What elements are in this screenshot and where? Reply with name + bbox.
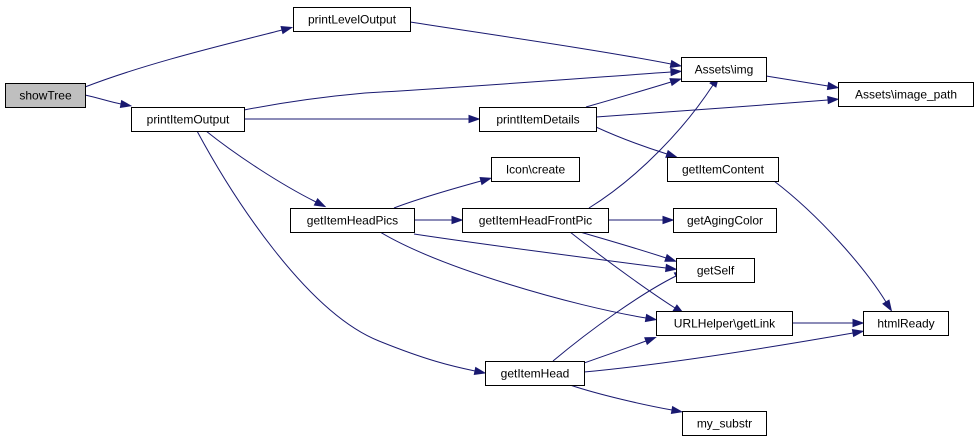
- node-label-getItemHead: getItemHead: [501, 367, 570, 381]
- node-label-printItemDetails: printItemDetails: [496, 113, 579, 127]
- node-box-getItemHeadPics[interactable]: [290, 208, 415, 233]
- node-box-printLevelOutput[interactable]: [293, 7, 411, 32]
- node-assetsImg[interactable]: Assets\img: [681, 57, 767, 82]
- node-getAgingColor[interactable]: getAgingColor: [673, 208, 777, 233]
- node-box-getSelf[interactable]: [676, 258, 755, 283]
- arrowhead-urlHelperGetLink-to-htmlReady: [852, 318, 865, 328]
- arrowhead-getItemHead-to-urlHelperGetLink: [644, 336, 657, 346]
- arrowhead-getItemHeadPics-to-getSelf: [665, 263, 678, 273]
- arrowhead-getItemHeadPics-to-iconCreate: [479, 177, 493, 186]
- node-box-assetsImagePath[interactable]: [838, 82, 974, 107]
- node-box-getItemHeadFrontPic[interactable]: [462, 208, 609, 233]
- edge-printItemOutput-to-assetsImg: [243, 71, 672, 111]
- node-htmlReady[interactable]: htmlReady: [863, 311, 949, 336]
- arrowhead-printItemDetails-to-assetsImagePath: [827, 95, 840, 105]
- arrowhead-printItemOutput-to-assetsImg: [670, 67, 683, 77]
- edge-getItemHeadFrontPic-to-urlHelperGetLink: [569, 231, 676, 309]
- node-printItemDetails[interactable]: printItemDetails: [479, 107, 597, 132]
- node-box-urlHelperGetLink[interactable]: [656, 311, 793, 336]
- edge-getItemHeadPics-to-iconCreate: [393, 180, 482, 209]
- edge-showTree-to-printLevelOutput: [84, 29, 283, 88]
- arrowhead-assetsImg-to-assetsImagePath: [826, 81, 840, 91]
- edge-getItemContent-to-htmlReady: [773, 180, 887, 303]
- node-label-printLevelOutput: printLevelOutput: [308, 13, 397, 27]
- edge-printItemOutput-to-getItemHeadPics: [205, 130, 317, 203]
- node-label-assetsImagePath: Assets\image_path: [855, 88, 957, 102]
- node-getItemHeadFrontPic[interactable]: getItemHeadFrontPic: [462, 208, 609, 233]
- edges-layer: [84, 21, 893, 415]
- node-box-mySubstr[interactable]: [682, 411, 767, 436]
- node-label-mySubstr: my_substr: [697, 417, 752, 431]
- node-label-printItemOutput: printItemOutput: [147, 113, 230, 127]
- node-label-iconCreate: Icon\create: [506, 163, 566, 177]
- node-urlHelperGetLink[interactable]: URLHelper\getLink: [656, 311, 793, 336]
- edge-getItemHead-to-htmlReady: [583, 332, 854, 373]
- arrowhead-printItemOutput-to-printItemDetails: [468, 114, 481, 124]
- arrowhead-getItemHead-to-htmlReady: [851, 328, 865, 338]
- arrowhead-showTree-to-printLevelOutput: [280, 26, 294, 35]
- edge-getItemHead-to-mySubstr: [569, 384, 673, 411]
- node-box-htmlReady[interactable]: [863, 311, 949, 336]
- node-getSelf[interactable]: getSelf: [676, 258, 755, 283]
- arrowhead-getItemHeadPics-to-urlHelperGetLink: [644, 313, 658, 323]
- arrowhead-printItemOutput-to-getItemHeadPics: [313, 198, 327, 208]
- node-label-getItemContent: getItemContent: [682, 163, 765, 177]
- node-printItemOutput[interactable]: printItemOutput: [131, 107, 245, 132]
- node-box-iconCreate[interactable]: [491, 157, 580, 182]
- node-label-showTree: showTree: [19, 89, 72, 103]
- node-box-assetsImg[interactable]: [681, 57, 767, 82]
- edge-getItemHead-to-getSelf: [552, 275, 677, 362]
- node-label-htmlReady: htmlReady: [877, 317, 934, 331]
- node-getItemContent[interactable]: getItemContent: [667, 157, 779, 182]
- node-label-getItemHeadPics: getItemHeadPics: [307, 214, 398, 228]
- node-getItemHeadPics[interactable]: getItemHeadPics: [290, 208, 415, 233]
- edge-printItemOutput-to-getItemHead: [196, 130, 476, 372]
- arrowhead-printItemDetails-to-assetsImg: [669, 78, 683, 87]
- node-label-assetsImg: Assets\img: [695, 63, 754, 77]
- node-box-printItemDetails[interactable]: [479, 107, 597, 132]
- arrowhead-showTree-to-printItemOutput: [119, 99, 133, 109]
- arrowhead-getItemHeadFrontPic-to-getSelf: [664, 253, 677, 262]
- node-showTree[interactable]: showTree: [5, 83, 86, 108]
- edge-getItemHeadPics-to-getSelf: [413, 233, 667, 269]
- node-label-getAgingColor: getAgingColor: [687, 214, 763, 228]
- edge-assetsImg-to-assetsImagePath: [765, 75, 829, 87]
- arrowhead-getItemHeadPics-to-getItemHeadFrontPic: [451, 215, 464, 225]
- node-mySubstr[interactable]: my_substr: [682, 411, 767, 436]
- edge-showTree-to-printItemOutput: [84, 94, 122, 105]
- edge-printItemDetails-to-assetsImg: [585, 81, 672, 108]
- arrowhead-printItemDetails-to-getItemContent: [665, 149, 678, 158]
- edge-getItemHeadFrontPic-to-assetsImg: [588, 84, 714, 209]
- node-box-getItemContent[interactable]: [667, 157, 779, 182]
- node-iconCreate[interactable]: Icon\create: [491, 157, 580, 182]
- node-box-printItemOutput[interactable]: [131, 107, 245, 132]
- node-assetsImagePath[interactable]: Assets\image_path: [838, 82, 974, 107]
- edge-printItemDetails-to-getItemContent: [595, 126, 668, 155]
- arrowhead-printLevelOutput-to-assetsImg: [669, 59, 683, 68]
- edge-printItemDetails-to-assetsImagePath: [595, 99, 829, 118]
- node-box-getAgingColor[interactable]: [673, 208, 777, 233]
- edge-getItemHeadFrontPic-to-getSelf: [579, 231, 667, 259]
- node-box-getItemHead[interactable]: [485, 361, 585, 386]
- node-getItemHead[interactable]: getItemHead: [485, 361, 585, 386]
- node-label-getSelf: getSelf: [697, 264, 735, 278]
- node-label-getItemHeadFrontPic: getItemHeadFrontPic: [479, 214, 592, 228]
- node-label-urlHelperGetLink: URLHelper\getLink: [674, 317, 776, 331]
- nodes-layer: showTree printLevelOutput printItemOutput A…: [5, 7, 974, 436]
- arrowhead-printItemOutput-to-getItemHead: [473, 366, 487, 375]
- edge-getItemHeadPics-to-urlHelperGetLink: [379, 231, 647, 319]
- arrowhead-getItemContent-to-htmlReady: [882, 299, 893, 312]
- arrowhead-getItemHead-to-mySubstr: [670, 405, 684, 415]
- edge-getItemHead-to-urlHelperGetLink: [583, 340, 647, 364]
- edge-printLevelOutput-to-assetsImg: [409, 21, 672, 65]
- node-printLevelOutput[interactable]: printLevelOutput: [293, 7, 411, 32]
- node-box-showTree[interactable]: [5, 83, 86, 108]
- arrowhead-getItemHeadFrontPic-to-getAgingColor: [662, 215, 675, 225]
